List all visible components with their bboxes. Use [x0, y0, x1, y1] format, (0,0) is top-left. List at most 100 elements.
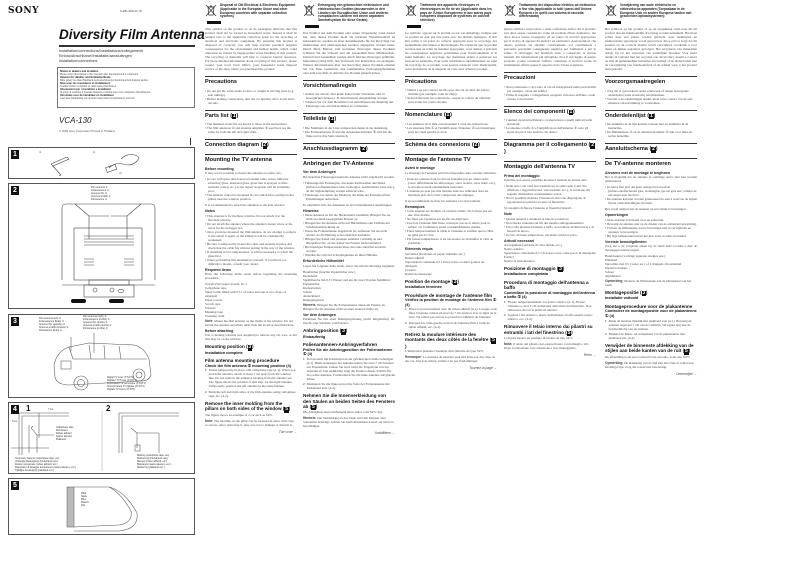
note-label: Hinweis — [303, 416, 316, 421]
heading-text: Verwijder de binnenste afdekking van de … — [605, 343, 694, 354]
figure-number: 1 — [11, 150, 19, 159]
figure-2-connection-diagram: 2 Film antenna ① Folienantenne ① Antenne… — [8, 183, 195, 309]
step-text: Markeer de linker- en rechterkant van de… — [608, 332, 685, 340]
list-item: Paper towels — [205, 297, 222, 302]
procedure-heading: Posizione di montaggio (3)Installazione … — [504, 266, 596, 277]
note-text: Bringen Sie die Folienantenne innen am F… — [303, 302, 386, 311]
section-heading: Precauzioni — [504, 72, 596, 82]
heading-text: Mounting position — [205, 344, 245, 350]
paragraph: L'illustration présente l'exemple d'un v… — [405, 349, 484, 354]
list-item: Spray bottle filled with 0.5 l of water … — [205, 289, 287, 298]
figure-ref-badge: 2 — [590, 142, 595, 149]
label-line: Säule — [81, 494, 88, 498]
paragraph: Legen Sie folgende Teile bereit, bevor S… — [303, 263, 395, 268]
list-item: Masking tape — [205, 309, 223, 314]
weee-bar — [407, 24, 421, 28]
figure-ref-badge: 3 — [341, 328, 346, 335]
section-heading: Montage de l'antenne TV — [405, 153, 497, 164]
label-line: Klebeband — [56, 428, 68, 432]
note: Opmerking: De afdekking van de stijl kan… — [605, 360, 694, 369]
heading-text: Film antenna mounting procedure — [205, 358, 280, 364]
list-item: The antenna cannot be mounted in cars wh… — [205, 193, 297, 201]
figure-ref-badge: 2 — [651, 146, 656, 153]
part-label: ① — [39, 151, 42, 154]
heading-text: Procedura di montaggio dell'antenna a ba… — [504, 279, 589, 291]
label-line: Vorläufige Befestigung (Klebeband usw.) — [15, 459, 59, 463]
list-item: The numbers in the list are keyed to tho… — [205, 122, 297, 126]
bullet-list: Zorg dat er geen kabels onder schroeven … — [605, 89, 697, 105]
list-item: Sproeifles met 0,5 l water en 1 of 2 dru… — [605, 261, 682, 266]
section-heading: De TV-antenne monteren — [605, 158, 697, 168]
dimension-label: 7 cm — [48, 408, 54, 411]
list-item: Klebeband — [303, 273, 318, 278]
tuner-label: Digital TV tuner (XT-DT1) Digitaler TV-T… — [107, 376, 146, 392]
procedure-subheading: Einbaufertig — [303, 334, 326, 339]
step-text: Maak de antenne tijdelijk met plakband v… — [608, 318, 692, 331]
figure-ref-badge: 5 — [566, 329, 572, 337]
list-item: Once you have mounted the film antenna, … — [205, 230, 297, 242]
list-item: Bevestig de antenne niet op de draden va… — [605, 222, 697, 226]
list-item: Towels (Wet paper towels, etc.) — [205, 281, 247, 286]
heading-text: Montage de l'antenne TV — [405, 156, 471, 163]
list-item: Sprühflasche mit 0,5 l Wasser und ein bi… — [303, 277, 391, 282]
label-line: Film antenna (right) ① — [83, 315, 107, 318]
subheading: Note — [504, 212, 512, 217]
weee-heading: Verwijdering van oude elektrische en ele… — [620, 3, 692, 19]
turn-over-indicator: Turn over → — [278, 429, 297, 434]
subheading: Erforderliche Hilfsmittel — [303, 259, 344, 264]
subtitle: Installation/connections/Installazione/c… — [59, 49, 144, 53]
part-number: 3-281-000-11 (1) — [120, 9, 143, 13]
list-item: Be sure to temporarily mount the cable a… — [205, 242, 297, 250]
label-line: Dispositivo di fissaggio temporaneo (nas… — [15, 465, 77, 469]
bullet-list: Fahrzeuge mit Fensterglas, das keine Rad… — [303, 181, 395, 201]
list-item: L'antenne ne peut pas être montée dans d… — [405, 189, 497, 197]
section-heading: Precautions — [205, 76, 297, 86]
list-item: Non è possibile montare l'antenna in aut… — [504, 196, 596, 204]
label-line: Temporary fastener (cellophane tape, etc… — [15, 457, 60, 460]
figure-number: 3 — [11, 317, 19, 326]
heading-text: Montaggio dell'antenna TV — [504, 164, 575, 171]
list-item: Non posizionare i cavi sotto le viti né … — [504, 85, 596, 93]
connection-diagram-illustration — [61, 203, 156, 303]
list-item: Veillez à ne pas coincer les fils sous d… — [405, 88, 497, 96]
list-item: De filmantennes ① en de antenneversterke… — [605, 130, 697, 138]
paragraph: De afbeelding toont een voorbeeld van ee… — [605, 354, 690, 359]
marking-label: Marking (cellophane tape, etc) Markierun… — [137, 454, 171, 470]
figure-4-antenna-positioning: 4 1 2 7 cm 5 cm Cellophane tape Klebeban… — [8, 402, 195, 474]
figure-3-mounting-position: 3 Film antenna (left) ① Folienantenne (l… — [8, 314, 195, 398]
paragraph: Es empfiehlt sich, die Antennen an den S… — [303, 202, 393, 207]
list-item: Forbici — [504, 254, 514, 259]
notice-title: Informatie voor de handelaar en installa… — [60, 94, 114, 98]
bullet-list: The numbers in the list are keyed to tho… — [205, 122, 297, 134]
label-line: Antenna a baffo (sinistra) ① — [39, 325, 69, 329]
list-item: In cars with glass that does not transmi… — [205, 177, 297, 193]
figure-ref-badge: 3 — [453, 278, 458, 286]
list-item: Nastro di mascheratura — [504, 258, 535, 263]
step-text: Markieren Sie die linke und rechte Seite… — [306, 382, 390, 391]
list-item: In auto's met glas dat geen radiogolven … — [605, 185, 697, 197]
list-item: Before making connections, turn the car … — [205, 97, 297, 105]
list-item: This antenna is for the Rear window. Do … — [205, 214, 297, 222]
procedure-heading: Rimuovere il telaio interno dai pilastri… — [504, 324, 593, 337]
figure-ref-badge: 3 — [247, 344, 252, 351]
procedure-subheading: Prüfen Sie die Anbringposition der Folie… — [303, 347, 393, 357]
list-item: Diese Antenne ist für die Heckscheibe be… — [303, 213, 395, 221]
paragraph: The figure shows an example of a car suc… — [205, 412, 273, 417]
figure-ref-badge: 1 — [329, 116, 335, 123]
weee-bar — [207, 21, 221, 25]
list-item: Plakband — [605, 257, 618, 262]
procedure-subheading: Installation terminée — [405, 285, 442, 290]
column-fr: Traitement des appareils électriques et … — [405, 3, 497, 370]
turn-over-indicator: Umblättern → — [374, 431, 395, 436]
item-list: Asciugamani (salviette di carta umide, e… — [504, 243, 596, 263]
weee-notice-header: Disposal of Old Electrical & Electronic … — [205, 3, 297, 19]
note: Remarque: La moulure du montant peut êtr… — [405, 355, 496, 364]
bullet-list: Achten Sie darauf, dass keine Kabel unte… — [303, 92, 395, 108]
column-it: Trattamento del dispositivo elettrico od… — [504, 3, 596, 357]
note-label: Nota — [504, 342, 512, 347]
list-item: Afplakband — [605, 273, 621, 278]
section-heading: Diagramma per il collegamento (2) — [504, 139, 596, 156]
